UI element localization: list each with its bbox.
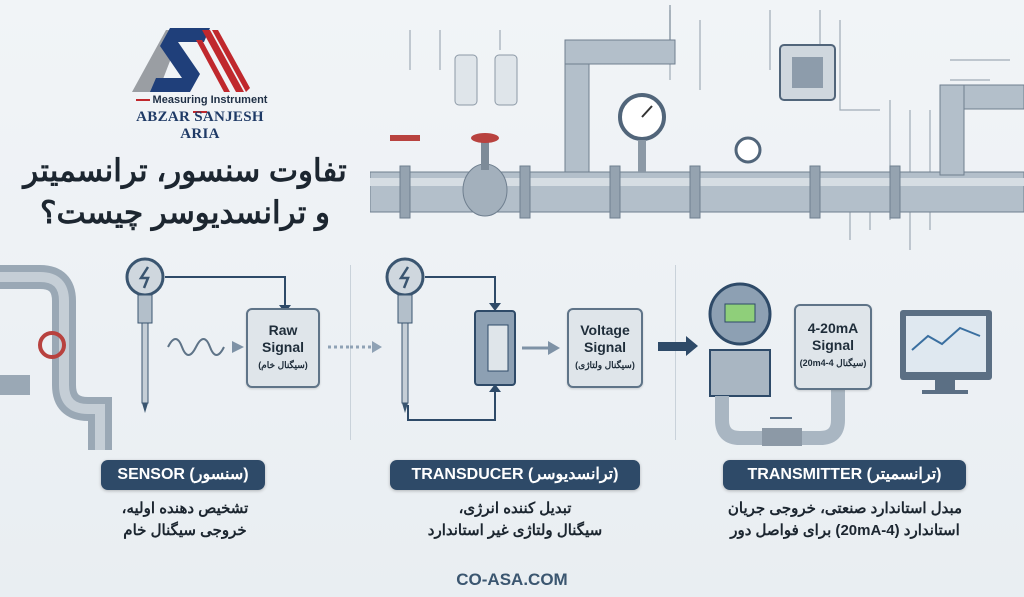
desc-line: خروجی سیگنال خام (123, 522, 247, 539)
signal-label: Raw (268, 322, 298, 338)
signal-label: Signal (261, 339, 304, 355)
desc-line: استاندارد (4-20mA) برای فواصل دور (730, 522, 960, 539)
transducer-illustration (350, 257, 560, 421)
logo-mark (132, 28, 250, 92)
logo-tagline: Measuring Instrument (130, 94, 270, 118)
transducer-description: تبدیل کننده انرژی، سیگنال ولتاژی غیر است… (385, 498, 645, 542)
voltage-signal-box: Voltage Signal (سیگنال ولتاژی) (567, 308, 643, 388)
section-divider (350, 265, 351, 440)
sensor-badge: SENSOR (سنسور) (101, 460, 265, 490)
raw-signal-box: Raw Signal (سیگنال خام) (246, 308, 320, 388)
signal-label: 4-20mA (807, 320, 859, 336)
transmitter-description: مبدل استاندارد صنعتی، خروجی جریان استاند… (700, 498, 990, 542)
valve-handwheel-icon (38, 331, 66, 359)
title-line-2: و ترانسدیوسر چیست؟ (40, 195, 330, 230)
sensor-description: تشخیص دهنده اولیه، خروجی سیگنال خام (60, 498, 310, 542)
desc-line: سیگنال ولتاژی غیر استاندارد (427, 522, 603, 539)
title-line-1: تفاوت سنسور، ترانسمیتر (23, 153, 347, 188)
signal-label: Voltage (580, 322, 630, 338)
desc-line: مبدل استاندارد صنعتی، خروجی جریان (727, 500, 963, 517)
transducer-badge: TRANSDUCER (ترانسدیوسر) (390, 460, 640, 490)
signal-label-fa: (سیگنال 4-20m4) (799, 358, 867, 368)
page-title: تفاوت سنسور، ترانسمیتر و ترانسدیوسر چیست… (20, 150, 350, 234)
desc-line: تبدیل کننده انرژی، (458, 500, 572, 517)
current-signal-box: 4-20mA Signal (سیگنال 4-20m4) (794, 304, 872, 390)
website-footer: CO-ASA.COM (456, 570, 568, 589)
sensor-illustration (0, 257, 350, 450)
transmitter-illustration (658, 282, 992, 446)
section-divider (675, 265, 676, 440)
desc-line: تشخیص دهنده اولیه، (121, 500, 249, 517)
transmitter-badge: TRANSMITTER (ترانسمیتر) (723, 460, 966, 490)
signal-label-fa: (سیگنال ولتاژی) (575, 360, 635, 370)
signal-label: Signal (811, 337, 854, 353)
signal-label: Signal (583, 339, 626, 355)
signal-label-fa: (سیگنال خام) (258, 360, 308, 370)
pipeline-illustration (370, 5, 1024, 250)
logo-company-name: ABZAR SANJESH ARIA (136, 109, 264, 142)
